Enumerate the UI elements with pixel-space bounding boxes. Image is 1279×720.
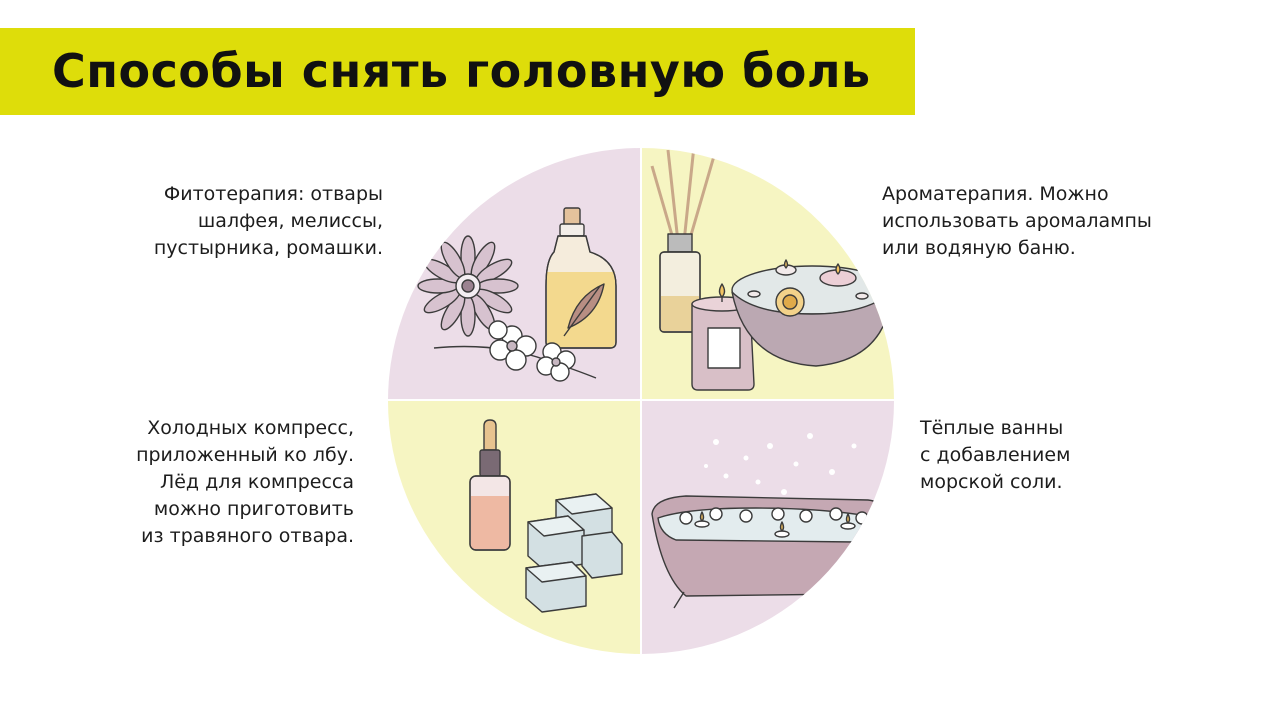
aroma-candles-icon [650,148,893,391]
caption-line: из травяного отвара. [141,525,354,547]
caption-line: использовать аромалампы [882,210,1152,232]
caption-line: морской соли. [920,471,1063,493]
caption-line: Холодных компресс, [147,417,354,439]
caption-line: или водяную баню. [882,237,1076,259]
caption-warm-bath: Тёплые ванны с добавлением морской соли. [920,415,1070,496]
caption-line: Фитотерапия: отвары [163,183,383,205]
caption-phytotherapy: Фитотерапия: отвары шалфея, мелиссы, пус… [154,181,383,262]
caption-line: Ароматерапия. Можно [882,183,1109,205]
caption-aromatherapy: Ароматерапия. Можно использовать аромала… [882,181,1152,262]
title-bar [0,28,915,115]
caption-line: с добавлением [920,444,1071,466]
page-title: Способы снять головную боль [52,44,871,98]
caption-line: шалфея, мелиссы, [197,210,383,232]
caption-cold-compress: Холодных компресс, приложенный ко лбу. Л… [136,415,354,550]
quadrant-circle [388,148,894,654]
caption-line: пустырника, ромашки. [153,237,383,259]
caption-line: Тёплые ванны [920,417,1064,439]
bathtub-icon [651,433,887,609]
dropper-ice-cubes-icon [469,419,623,613]
caption-line: приложенный ко лбу. [136,444,354,466]
caption-line: Лёд для компресса [159,471,354,493]
caption-line: можно приготовить [153,498,354,520]
herbs-oil-bottle-icon [417,207,617,382]
